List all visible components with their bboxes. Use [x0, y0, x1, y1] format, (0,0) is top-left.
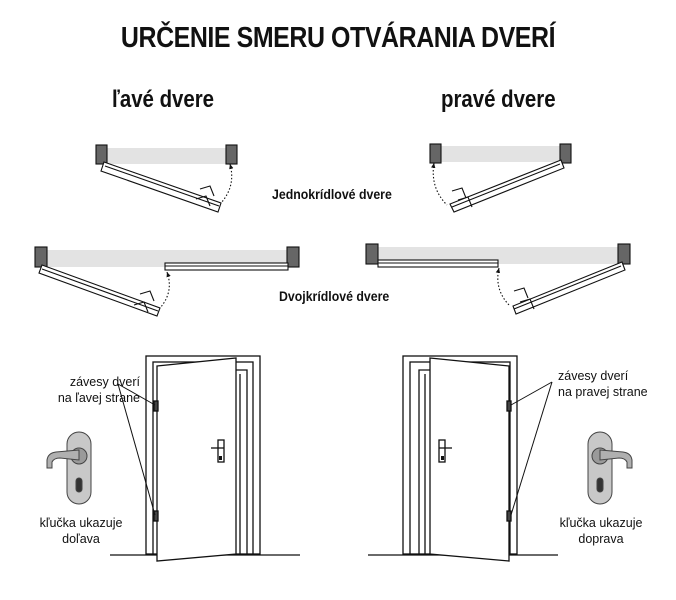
right-handle-label: kľučka ukazuje doprava — [559, 516, 643, 546]
right-door-handle — [438, 439, 452, 463]
left-lever-handle — [46, 431, 92, 505]
right-door-elevation — [368, 355, 558, 562]
page-title: URČENIE SMERU OTVÁRANIA DVERÍ — [120, 22, 556, 54]
single-left-plan — [95, 144, 238, 213]
single-leaf-label: Jednokrídlové dvere — [272, 186, 392, 202]
left-handle-label: kľučka ukazuje doľava — [39, 516, 123, 546]
left-door-heading: ľavé dvere — [112, 86, 214, 113]
single-right-plan — [429, 143, 572, 213]
double-right-plan — [365, 243, 631, 315]
left-hinges-label: závesy dverí na ľavej strane — [57, 375, 140, 405]
right-lever-handle — [587, 431, 633, 505]
double-leaf-label: Dvojkrídlové dvere — [279, 288, 390, 304]
right-door-heading: pravé dvere — [441, 86, 556, 113]
right-hinges-label: závesy dverí na pravej strane — [558, 369, 648, 399]
left-door-elevation — [110, 355, 300, 562]
left-door-handle — [211, 439, 225, 463]
double-left-plan — [34, 246, 300, 317]
